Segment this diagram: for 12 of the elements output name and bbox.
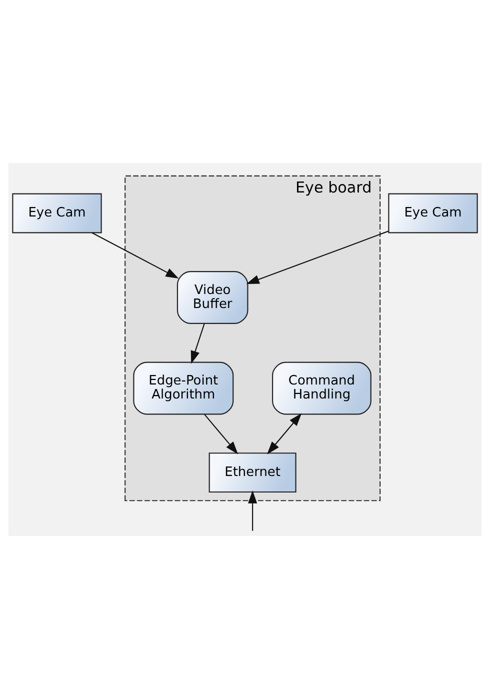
node-box: Command Handling	[272, 362, 372, 415]
arrow	[204, 414, 238, 454]
arrow	[248, 490, 258, 531]
node-box: Video Buffer	[176, 271, 248, 324]
arrow	[92, 232, 179, 279]
arrow	[267, 413, 302, 454]
node-box: Ethernet	[208, 452, 296, 493]
node-box: Eye Cam	[12, 193, 102, 234]
arrow	[190, 324, 205, 364]
node-box: Edge-Point Algorithm	[133, 362, 234, 415]
arrow	[246, 230, 389, 284]
node-box: Eye Cam	[388, 193, 478, 234]
